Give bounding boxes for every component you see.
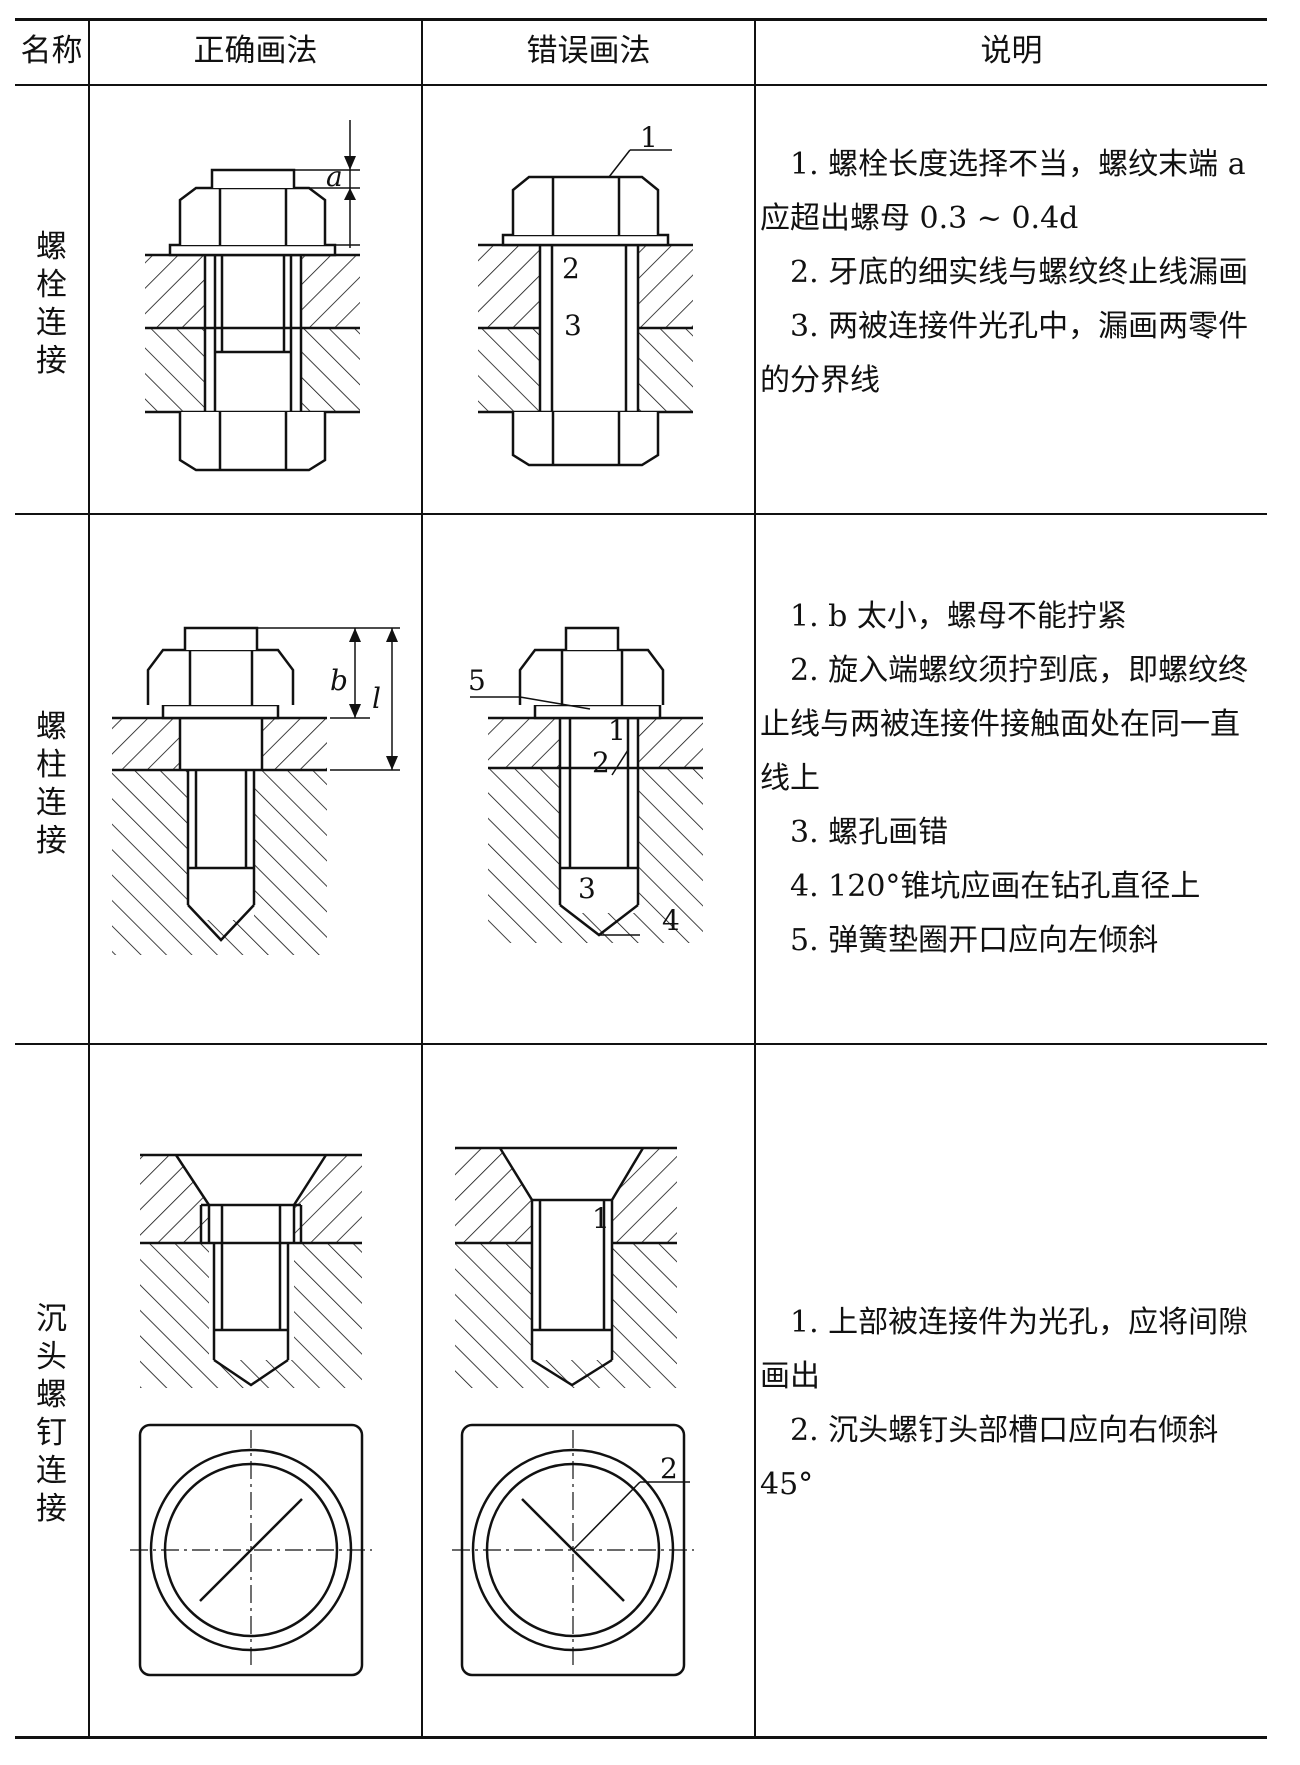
stud-correct-drawing <box>112 626 400 955</box>
stud-wrong-label-5: 5 <box>468 664 486 697</box>
row2-note-4: 4. 120°锥坑应画在钻孔直径上 <box>790 869 1201 904</box>
header-name: 名称 <box>20 33 83 69</box>
bolt-correct-drawing <box>145 120 360 472</box>
row2-notes: 1. b 太小，螺母不能拧紧 2. 旋入端螺纹须拧到底，即螺纹终止线与两被连接件… <box>760 590 1258 968</box>
header-note: 说明 <box>980 33 1043 69</box>
row2-note-3: 3. 螺孔画错 <box>790 815 949 850</box>
row2-name: 螺柱连接 <box>36 709 67 859</box>
bolt-label-a: a <box>326 160 343 193</box>
row1-note-1: 1. 螺栓长度选择不当，螺纹末端 a 应超出螺母 0.3 ~ 0.4d <box>760 147 1246 236</box>
stud-wrong-label-4: 4 <box>662 904 680 937</box>
countersunk-wrong-label-1: 1 <box>592 1202 610 1235</box>
header-wrong: 错误画法 <box>526 33 651 69</box>
header-bottom-rule <box>15 84 1267 86</box>
stud-label-l: l <box>372 682 381 715</box>
row2-note-2: 2. 旋入端螺纹须拧到底，即螺纹终止线与两被连接件接触面处在同一直线上 <box>760 653 1249 796</box>
stud-wrong-label-1: 1 <box>608 714 626 747</box>
row1-note-2: 2. 牙底的细实线与螺纹终止线漏画 <box>790 255 1249 290</box>
bolt-wrong-label-2: 2 <box>562 252 580 285</box>
row1-note-3: 3. 两被连接件光孔中，漏画两零件的分界线 <box>760 309 1249 398</box>
row1-name: 螺栓连接 <box>36 229 67 379</box>
bolt-wrong-label-3: 3 <box>564 309 582 342</box>
countersunk-wrong-drawing <box>452 1146 694 1677</box>
row3-notes: 1. 上部被连接件为光孔，应将间隙画出 2. 沉头螺钉头部槽口应向右倾斜 45° <box>760 1296 1258 1512</box>
countersunk-wrong-label-2: 2 <box>660 1452 678 1485</box>
countersunk-correct-drawing <box>130 1153 372 1677</box>
col-divider-2 <box>421 18 423 1738</box>
col-divider-3 <box>754 18 756 1738</box>
stud-wrong-label-2: 2 <box>592 746 610 779</box>
row2-bottom-rule <box>15 1043 1267 1045</box>
header-correct: 正确画法 <box>193 33 318 69</box>
row3-note-2: 2. 沉头螺钉头部槽口应向右倾斜 45° <box>760 1413 1219 1502</box>
bolt-wrong-label-1: 1 <box>640 121 658 154</box>
table-bottom-rule <box>15 1736 1267 1739</box>
row3-note-1: 1. 上部被连接件为光孔，应将间隙画出 <box>760 1305 1249 1394</box>
table-top-rule <box>15 18 1267 21</box>
row1-bottom-rule <box>15 513 1267 515</box>
row2-note-1: 1. b 太小，螺母不能拧紧 <box>790 599 1127 634</box>
bolt-wrong-drawing <box>478 149 693 467</box>
stud-wrong-drawing <box>470 626 703 943</box>
col-divider-1 <box>88 18 90 1738</box>
row3-name: 沉头螺钉连接 <box>36 1301 67 1527</box>
row2-note-5: 5. 弹簧垫圈开口应向左倾斜 <box>790 923 1159 958</box>
stud-wrong-label-3: 3 <box>578 872 596 905</box>
row1-notes: 1. 螺栓长度选择不当，螺纹末端 a 应超出螺母 0.3 ~ 0.4d 2. 牙… <box>760 138 1258 408</box>
stud-label-b: b <box>330 664 348 697</box>
